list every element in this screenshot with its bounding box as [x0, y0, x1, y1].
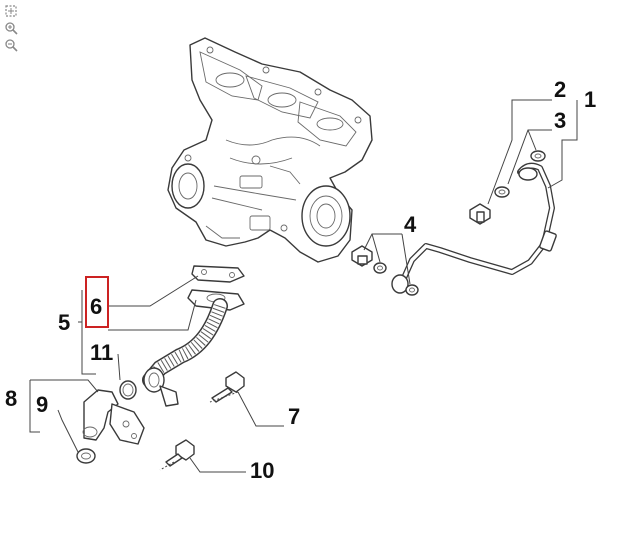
callout-1[interactable]: 1: [584, 87, 596, 112]
oil-return-hose: [119, 298, 228, 407]
flange-bolt-7: [211, 371, 245, 403]
oil-feed-pipe: [391, 162, 557, 294]
callout-8[interactable]: 8: [5, 386, 17, 411]
callout-10[interactable]: 10: [250, 458, 274, 483]
zoom-in-icon[interactable]: [3, 20, 19, 35]
turbocharger-manifold-assembly: [167, 37, 373, 263]
leader-lines: [29, 99, 578, 473]
callout-5[interactable]: 5: [58, 310, 70, 335]
callout-9[interactable]: 9: [36, 392, 48, 417]
sealing-washer-upper: [494, 150, 546, 198]
banjo-bolt-lower: [351, 245, 419, 296]
banjo-bolt-upper: [469, 203, 491, 225]
callout-4[interactable]: 4: [404, 212, 417, 237]
callout-3[interactable]: 3: [554, 108, 566, 133]
zoom-out-icon[interactable]: [3, 37, 19, 52]
flange-bolt-10: [165, 439, 195, 467]
zoom-toolbar: [3, 3, 21, 52]
selected-callout-highlight: [85, 276, 109, 328]
callout-6[interactable]: 6: [90, 294, 102, 319]
callout-11[interactable]: 11: [90, 340, 113, 365]
callout-2[interactable]: 2: [554, 77, 566, 102]
fit-view-icon[interactable]: [3, 3, 19, 18]
return-elbow-fitting: [76, 389, 145, 464]
callout-7[interactable]: 7: [288, 404, 300, 429]
